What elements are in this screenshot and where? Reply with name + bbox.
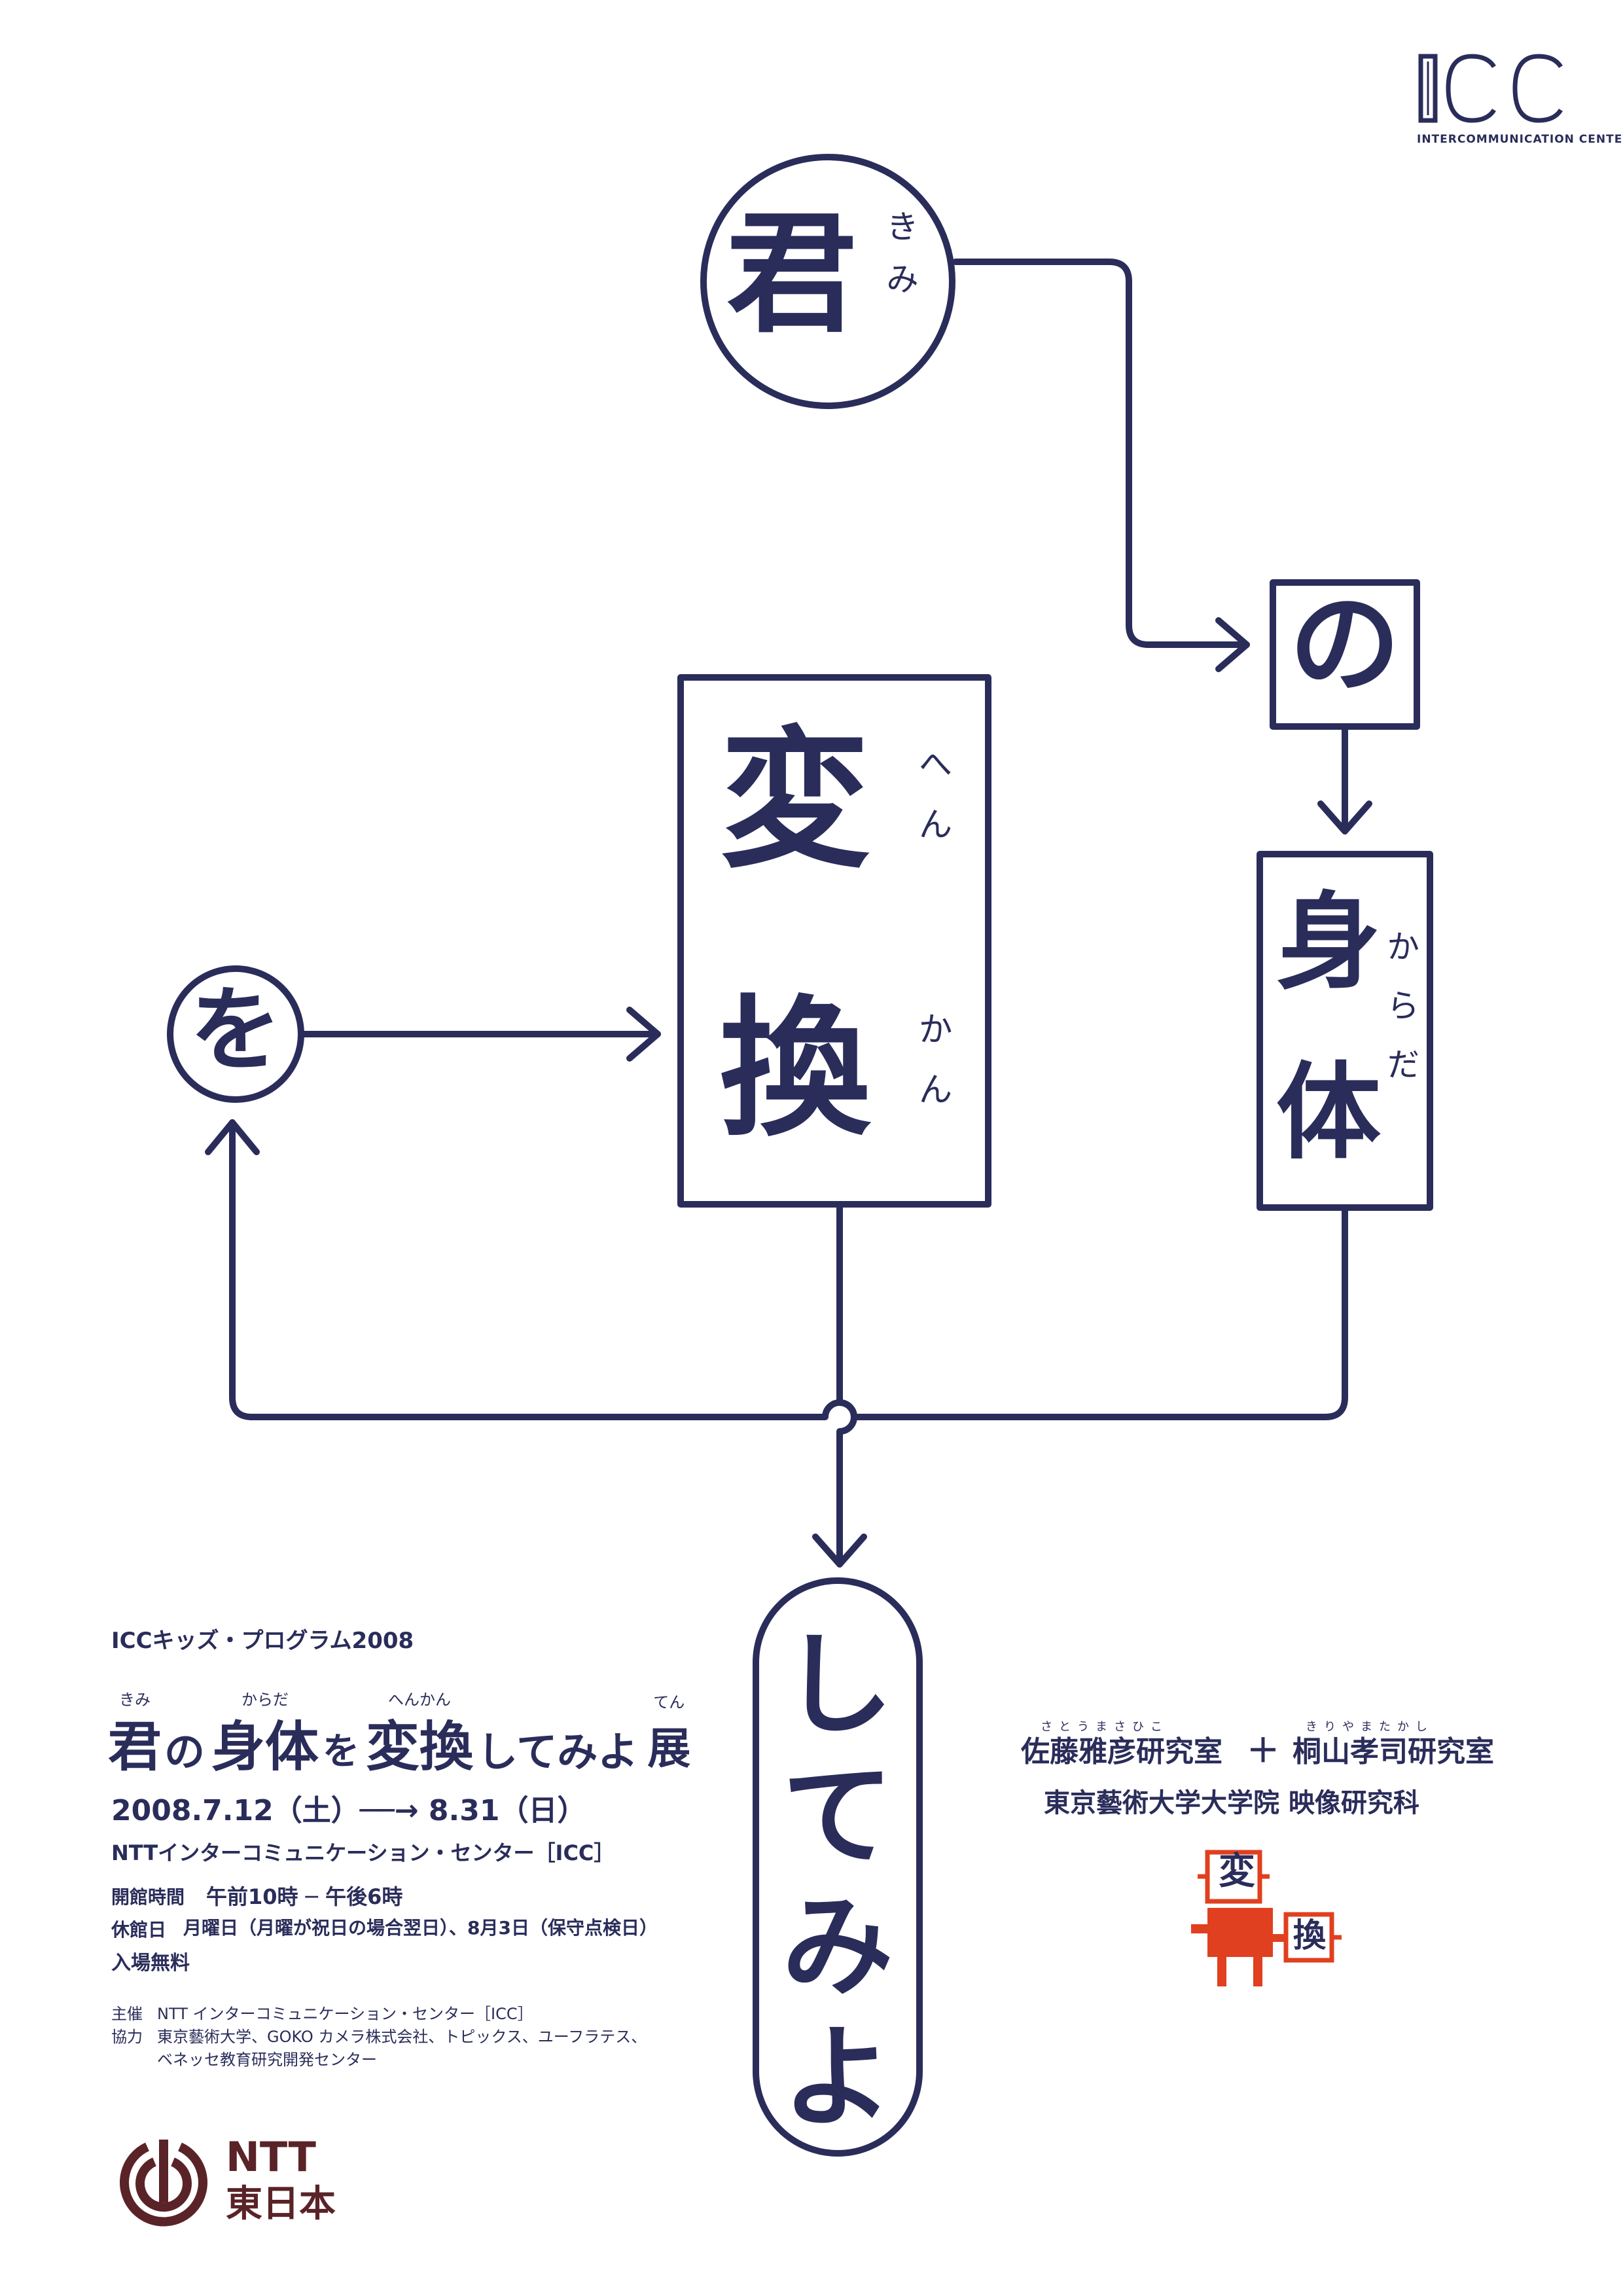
lab1-name: 佐藤雅彦研究室 — [1021, 1735, 1222, 1768]
admission: 入場無料 — [111, 1952, 190, 1975]
kimi-kanji: 君 — [726, 198, 857, 351]
karada-kanji-1: 身 — [1276, 881, 1382, 1003]
henkan-box — [677, 674, 991, 1208]
arrow-to-wo — [205, 1119, 260, 1155]
karada-kanji-2: 体 — [1276, 1051, 1382, 1174]
no-text: の — [1289, 580, 1400, 709]
ntt-logo — [111, 2130, 216, 2235]
kimi-ruby: きみ — [881, 209, 919, 314]
henkan-kanji-2: 換 — [719, 982, 870, 1157]
arrow-to-shitemiyo — [812, 1534, 867, 1568]
lab2-name: 桐山孝司研究室 — [1293, 1735, 1494, 1768]
shitemiyo-char-1: し — [781, 1621, 893, 1750]
title-part-kimi: きみ 君 — [108, 1690, 162, 1778]
lab1-ruby: さとうまさひこ — [1041, 1720, 1169, 1734]
school-name: 東京藝術大学大学院 映像研究科 — [1044, 1788, 1419, 1818]
mascot-robot — [1185, 1846, 1348, 1990]
mascot-kanji-2: 換 — [1293, 1916, 1326, 1954]
closed-days: 月曜日（月曜が祝日の場合翌日）、8月3日（保守点検日） — [183, 1917, 658, 1939]
arrow-to-no — [1215, 617, 1250, 672]
closed-label: 休館日 — [111, 1919, 167, 1941]
shitemiyo-char-4: よ — [781, 2013, 893, 2143]
kimi-to-no-line — [952, 259, 1250, 648]
plus-sign: ＋ — [1247, 1732, 1279, 1770]
karada-to-wo-line — [229, 1119, 1348, 1420]
exhibition-dates: 2008.7.12（土）──→ 8.31（日） — [111, 1794, 586, 1827]
shitemiyo-char-3: み — [781, 1882, 893, 2012]
arrow-to-henkan — [626, 1007, 661, 1062]
kimi-circle — [700, 154, 955, 409]
title-part-shitemiyo: してみよ — [477, 1727, 639, 1776]
icc-logo-subtitle: INTERCOMMUNICATION CENTER — [1417, 133, 1623, 146]
wo-text: を — [189, 977, 281, 1084]
mascot-leg-right — [1253, 1957, 1262, 1986]
opening-hours: 午前10時 ─ 午後6時 — [206, 1884, 403, 1909]
icc-logo-mark — [1418, 54, 1563, 123]
title-part-karada: からだ 身体 — [211, 1690, 319, 1778]
ntt-name: NTT — [226, 2133, 316, 2181]
arrow-to-karada — [1317, 800, 1372, 834]
shitemiyo-char-2: て — [781, 1751, 893, 1881]
mascot-body — [1207, 1908, 1273, 1957]
henkan-kanji-1: 変 — [719, 714, 870, 889]
henkan-to-shitemiyo-line — [836, 1201, 857, 1568]
cooperation-label: 協力 — [111, 2028, 143, 2046]
title-part-wo: を — [323, 1731, 360, 1774]
organizer: NTT インターコミュニケーション・センター［ICC］ — [157, 2005, 533, 2023]
ntt-logo-mark — [120, 2140, 207, 2227]
mascot-robot-drawing — [1191, 1850, 1342, 1986]
exhibition-title: きみ 君 の からだ 身体 を へんかん 変換 してみよ てん 展 — [108, 1672, 690, 1777]
cooperation-line-2: ベネッセ教育研究開発センター — [157, 2051, 377, 2069]
title-part-no: の — [164, 1727, 205, 1776]
hours-label: 開館時間 — [111, 1886, 185, 1908]
mascot-leg-left — [1217, 1957, 1226, 1986]
shitemiyo-capsule — [753, 1577, 923, 2157]
karada-ruby: からだ — [1382, 929, 1419, 1106]
program-label: ICCキッズ・プログラム2008 — [111, 1628, 414, 1654]
ntt-east-name: 東日本 — [226, 2183, 336, 2225]
venue-name: NTTインターコミュニケーション・センター［ICC］ — [111, 1840, 615, 1865]
mascot-kanji-1: 変 — [1219, 1850, 1255, 1893]
lab2-ruby: きりやまたかし — [1306, 1720, 1434, 1734]
cooperation-line-1: 東京藝術大学、GOKO カメラ株式会社、トピックス、ユーフラテス、 — [157, 2028, 647, 2046]
icc-logo — [1417, 52, 1574, 124]
title-part-ten: てん 展 — [647, 1693, 691, 1774]
henkan-ruby-bottom: かん — [912, 1011, 952, 1132]
title-part-henkan: へんかん 変換 — [366, 1690, 474, 1778]
organizer-label: 主催 — [111, 2005, 143, 2023]
henkan-ruby-top: へん — [912, 746, 952, 867]
